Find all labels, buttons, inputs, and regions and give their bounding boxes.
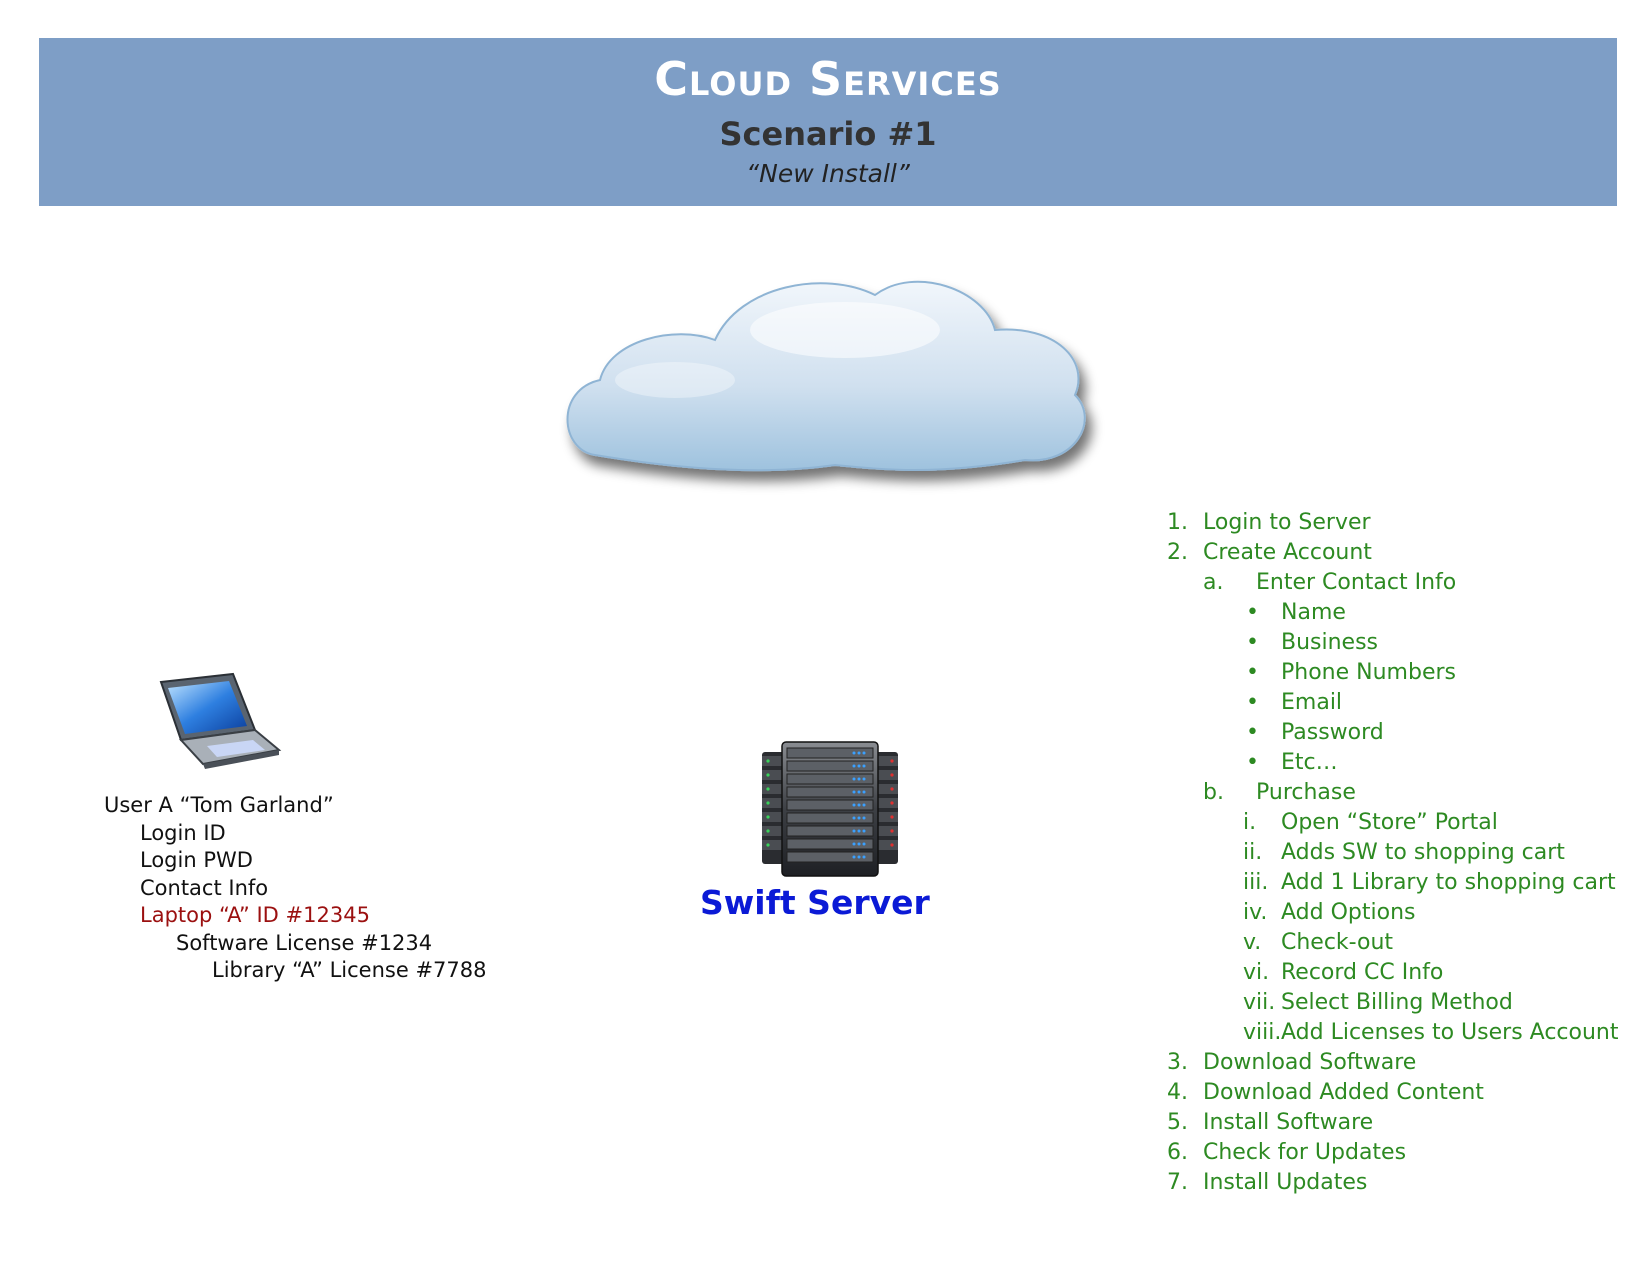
user-name: User A “Tom Garland” — [104, 793, 334, 817]
step-text: Open “Store” Portal — [1281, 810, 1498, 835]
step-marker: ii. — [1243, 840, 1263, 865]
step-marker: 6. — [1167, 1140, 1188, 1165]
step-text: Add Licenses to Users Account — [1281, 1020, 1619, 1045]
step-marker: vii. — [1243, 990, 1276, 1015]
step-text: Select Billing Method — [1281, 990, 1513, 1015]
step-text: Purchase — [1256, 780, 1356, 805]
step-text: Add 1 Library to shopping cart — [1281, 870, 1616, 895]
step-text: Install Software — [1203, 1110, 1374, 1135]
step-text: Enter Contact Info — [1256, 570, 1457, 595]
step-marker: vi. — [1243, 960, 1270, 985]
step-marker: a. — [1203, 570, 1224, 595]
step-marker: • — [1246, 720, 1259, 745]
step-marker: iv. — [1243, 900, 1268, 925]
page-title: Cloud Services — [654, 52, 1002, 106]
step-text: Phone Numbers — [1281, 660, 1456, 685]
step-text: Adds SW to shopping cart — [1281, 840, 1565, 865]
scenario-subtitle: Scenario #1 — [719, 115, 937, 153]
login-id: Login ID — [140, 820, 226, 845]
step-text: Download Software — [1203, 1050, 1417, 1075]
step-marker: i. — [1243, 810, 1257, 835]
step-marker: • — [1246, 600, 1259, 625]
step-text: Email — [1281, 690, 1343, 715]
step-marker: 5. — [1167, 1110, 1188, 1135]
cloud-icon — [566, 280, 1086, 472]
step-marker: 3. — [1167, 1050, 1188, 1075]
step-text: Record CC Info — [1281, 960, 1444, 985]
step-marker: • — [1246, 750, 1259, 775]
step-marker: • — [1246, 660, 1259, 685]
scenario-description: “New Install” — [746, 159, 910, 188]
login-pwd: Login PWD — [140, 848, 253, 872]
step-text: Password — [1281, 720, 1384, 745]
step-text: Check for Updates — [1203, 1140, 1407, 1165]
step-marker: viii. — [1243, 1020, 1282, 1045]
software-license: Software License #1234 — [176, 930, 433, 955]
step-text: Check-out — [1281, 930, 1394, 955]
server-label: Swift Server — [700, 883, 930, 922]
step-marker: 1. — [1167, 510, 1188, 535]
step-text: Download Added Content — [1203, 1080, 1484, 1105]
laptop-id: Laptop “A” ID #12345 — [140, 903, 370, 927]
step-marker: b. — [1203, 780, 1224, 805]
step-text: Etc… — [1281, 750, 1338, 775]
step-marker: • — [1246, 690, 1259, 715]
header-banner: Cloud Services Scenario #1 “New Install” — [39, 38, 1617, 206]
contact-info: Contact Info — [140, 875, 269, 900]
step-text: Create Account — [1203, 540, 1372, 565]
step-text: Install Updates — [1203, 1170, 1368, 1195]
step-marker: v. — [1243, 930, 1262, 955]
step-marker: iii. — [1243, 870, 1269, 895]
step-text: Add Options — [1281, 900, 1416, 925]
step-text: Name — [1281, 600, 1346, 625]
laptop-icon — [159, 672, 282, 769]
step-marker: 4. — [1167, 1080, 1188, 1105]
library-license: Library “A” License #7788 — [212, 958, 487, 982]
step-marker: 2. — [1167, 540, 1188, 565]
server-rack-icon — [762, 741, 898, 877]
user-info: User A “Tom Garland” Login ID Login PWD … — [104, 792, 487, 985]
step-marker: 7. — [1167, 1170, 1188, 1195]
step-marker: • — [1246, 630, 1259, 655]
step-text: Business — [1281, 630, 1379, 655]
step-text: Login to Server — [1203, 510, 1371, 535]
